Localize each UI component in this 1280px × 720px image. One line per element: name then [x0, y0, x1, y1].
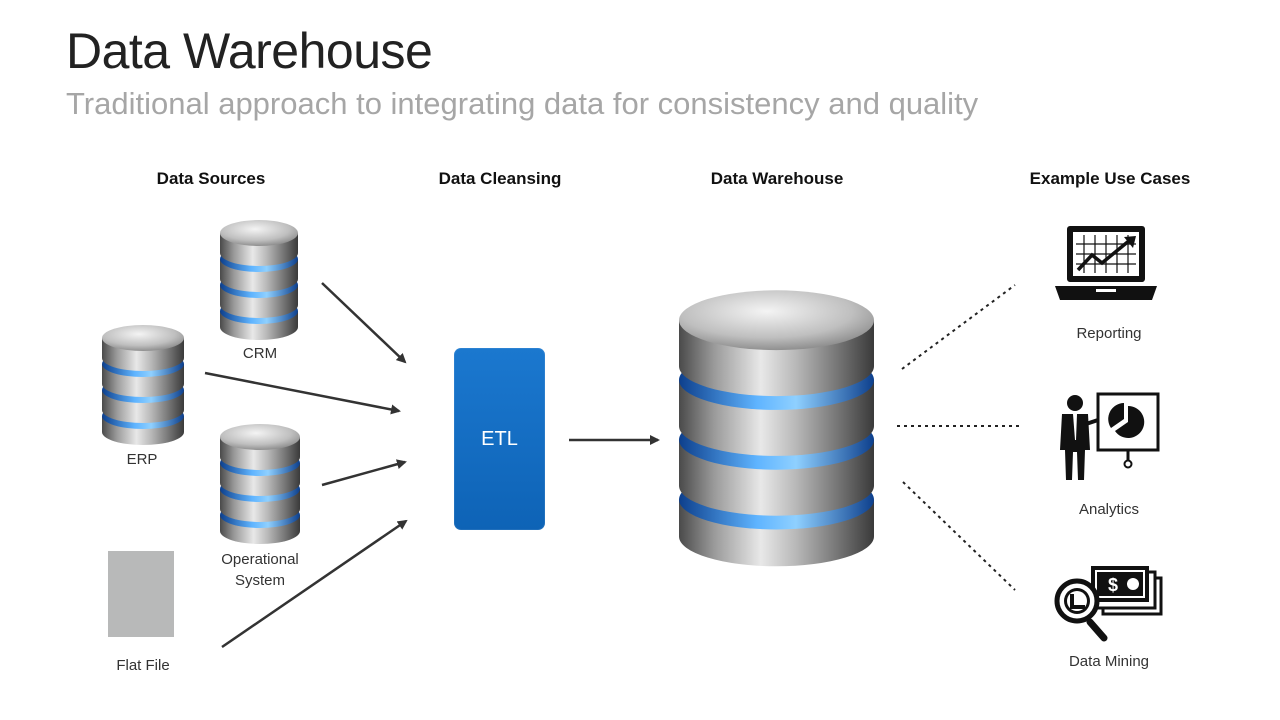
etl-box: ETL [454, 348, 545, 530]
column-header-cleansing: Data Cleansing [438, 169, 562, 188]
magnifier-money-icon: $ [1054, 566, 1163, 642]
label-operational-line2: System [234, 572, 285, 589]
column-header-use-cases: Example Use Cases [1029, 169, 1191, 188]
arrow-erp-to-etl [204, 371, 401, 415]
slide-title: Data Warehouse [66, 23, 433, 79]
operational-database-icon [220, 424, 300, 544]
label-erp: ERP [126, 451, 158, 468]
arrow-operational-to-etl [321, 459, 407, 487]
label-flat-file: Flat File [116, 657, 170, 674]
slide-subtitle: Traditional approach to integrating data… [66, 86, 979, 121]
dotted-line-reporting [901, 284, 1016, 370]
label-operational-line1: Operational [221, 551, 299, 568]
erp-database-icon [102, 325, 184, 445]
crm-database-icon [220, 220, 298, 340]
etl-label: ETL [481, 428, 518, 450]
label-data-mining: Data Mining [1068, 653, 1150, 670]
flat-file-icon [108, 551, 174, 637]
arrow-crm-to-etl [321, 282, 407, 364]
label-reporting: Reporting [1076, 325, 1142, 342]
column-header-sources: Data Sources [156, 169, 266, 188]
laptop-chart-icon [1055, 226, 1157, 300]
svg-text:$: $ [1108, 575, 1118, 595]
arrow-flatfile-to-etl [221, 519, 408, 649]
label-analytics: Analytics [1078, 501, 1140, 518]
warehouse-database-icon [679, 290, 874, 567]
column-header-warehouse: Data Warehouse [710, 169, 844, 188]
dotted-line-data-mining [902, 481, 1016, 591]
presenter-pie-chart-icon [1060, 392, 1160, 480]
label-crm: CRM [242, 345, 278, 362]
label-operational-system: Operational System [221, 549, 299, 591]
